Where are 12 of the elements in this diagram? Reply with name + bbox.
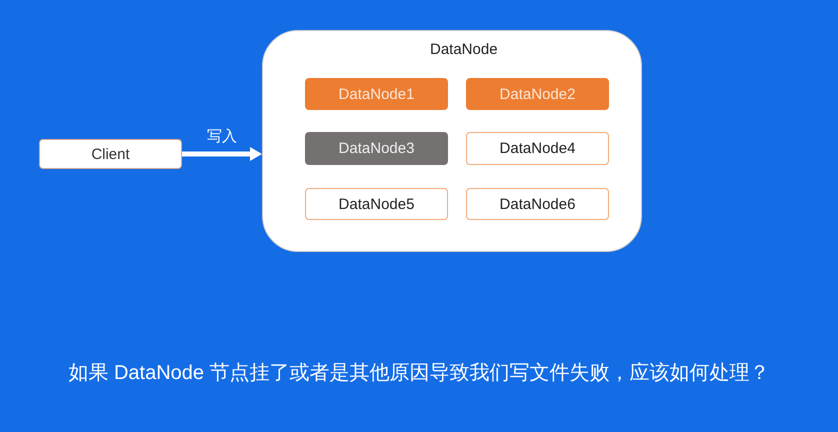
datanode-box: DataNode1: [305, 78, 448, 110]
panel-title: DataNode: [430, 41, 498, 58]
client-box: Client: [39, 139, 182, 169]
edge-label: 写入: [205, 128, 239, 146]
datanode-box: DataNode6: [466, 188, 609, 220]
cluster-panel: [262, 30, 642, 252]
caption-text: 如果 DataNode 节点挂了或者是其他原因导致我们写文件失败，应该如何处理？: [68, 362, 770, 384]
datanode-box: DataNode4: [466, 132, 609, 165]
datanode-box: DataNode5: [305, 188, 448, 220]
datanode-box: DataNode2: [466, 78, 609, 110]
arrow: [182, 147, 262, 161]
datanode-box: DataNode3: [305, 132, 448, 165]
